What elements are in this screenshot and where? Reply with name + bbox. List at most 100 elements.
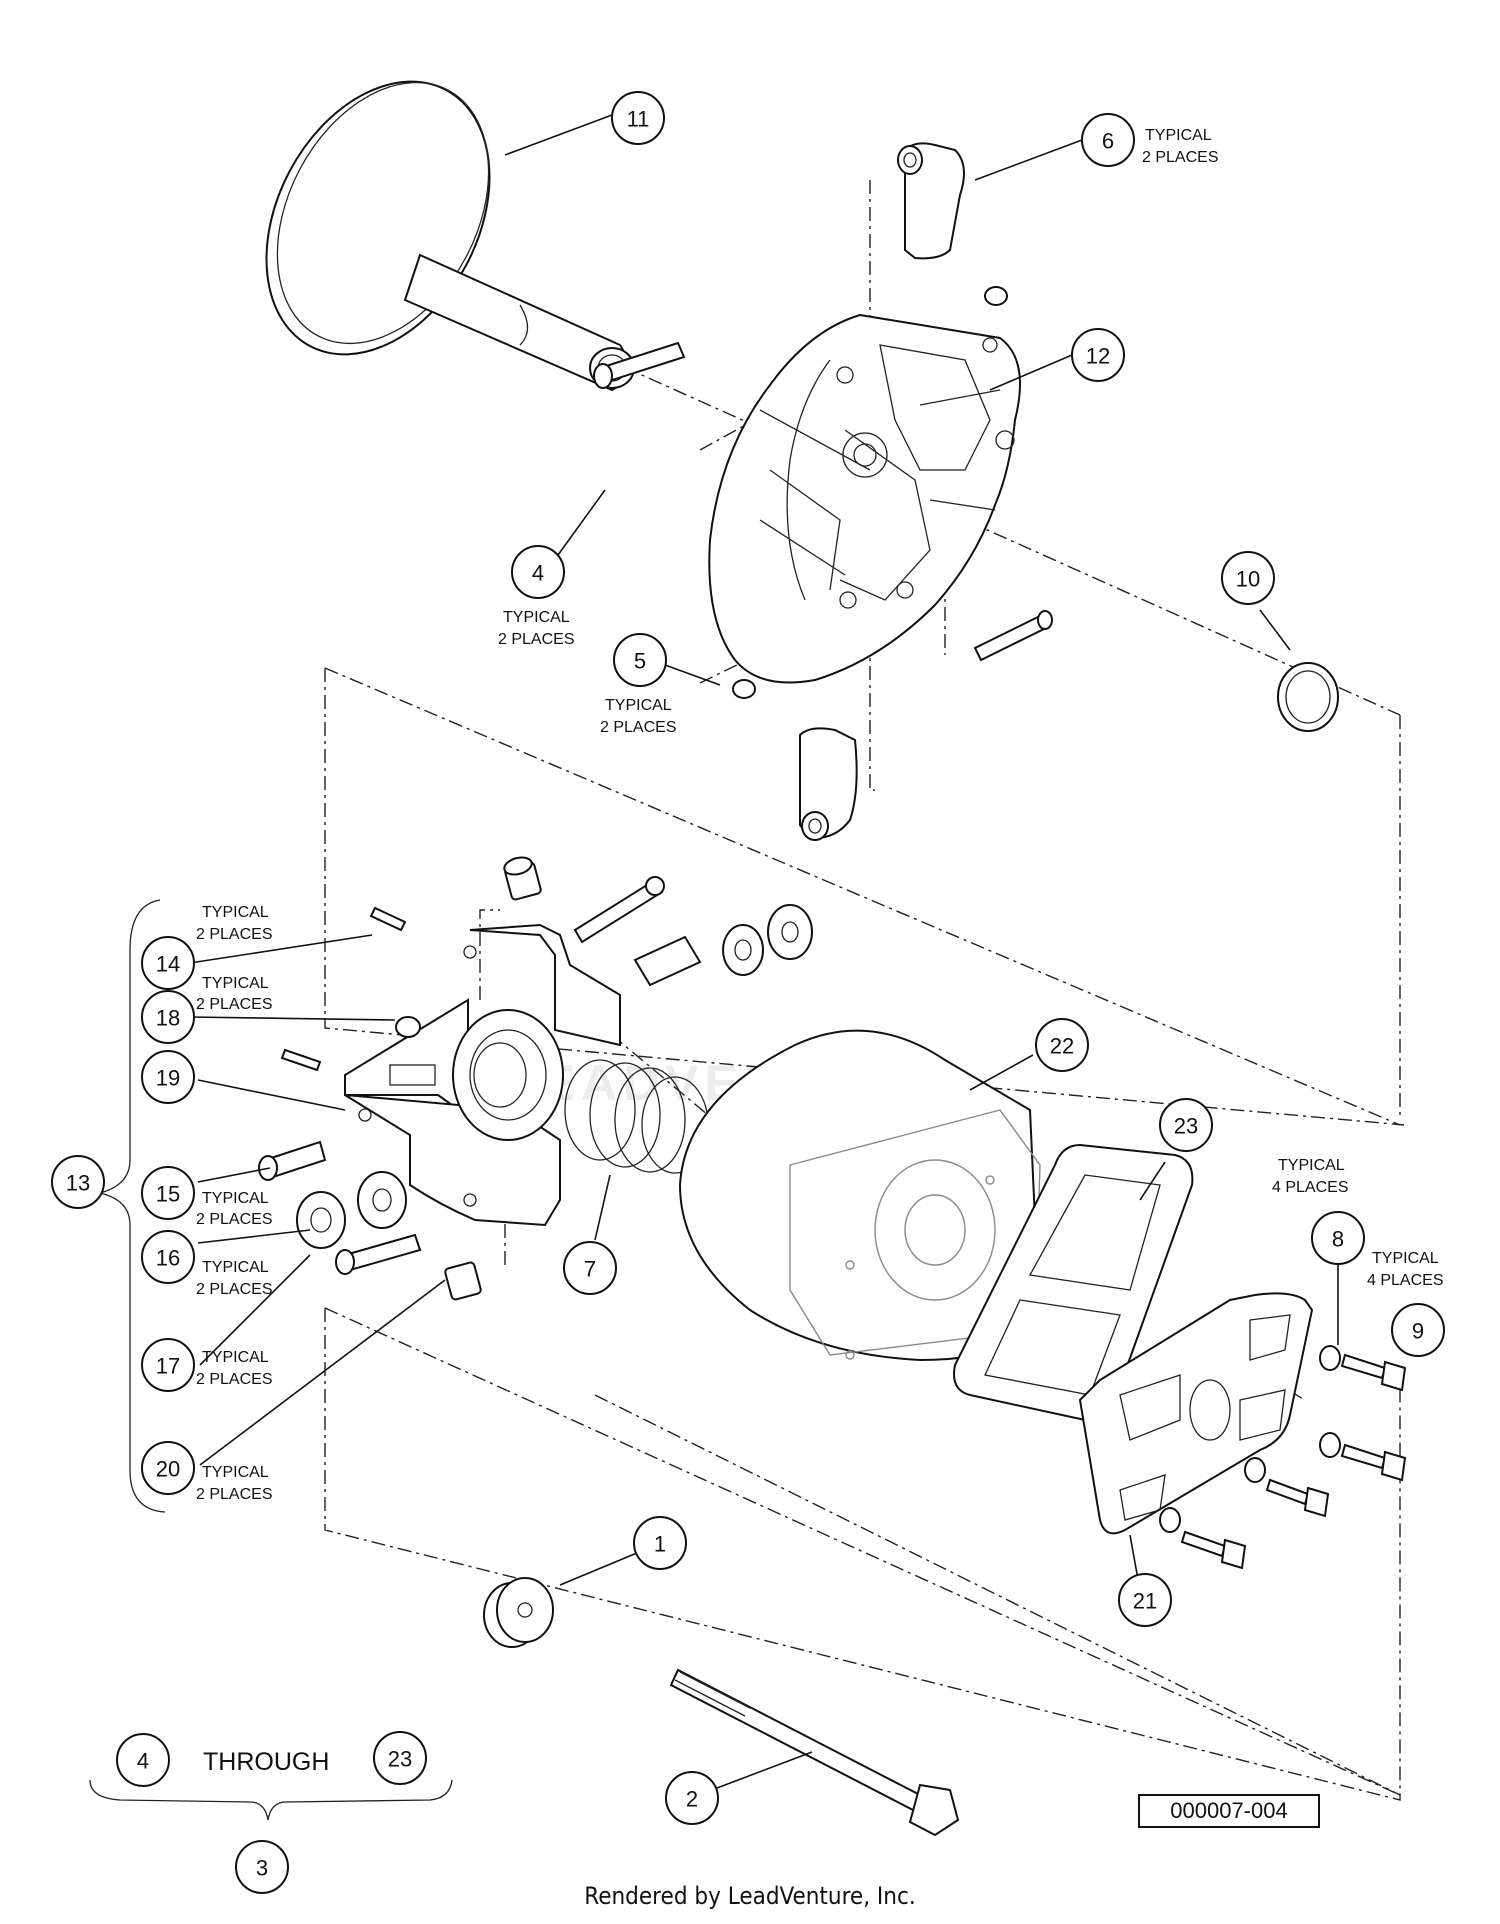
note-18-typical: TYPICAL 2 PLACES <box>196 975 272 1013</box>
svg-text:4 PLACES: 4 PLACES <box>1367 1272 1443 1289</box>
svg-text:12: 12 <box>1086 344 1110 369</box>
note-6-typical: TYPICAL 2 PLACES <box>1142 127 1218 166</box>
svg-text:23: 23 <box>388 1747 412 1772</box>
svg-text:3: 3 <box>256 1856 268 1881</box>
callout-19: 19 <box>141 1050 195 1104</box>
legend-through-label: THROUGH <box>203 1748 329 1776</box>
callout-16: 16 <box>141 1230 195 1284</box>
part-6-weight-lower <box>799 727 858 841</box>
callout-1: 1 <box>633 1516 687 1570</box>
callout-6: 6 <box>1081 113 1135 167</box>
svg-text:TYPICAL: TYPICAL <box>1372 1250 1439 1267</box>
svg-text:2 PLACES: 2 PLACES <box>196 1486 272 1503</box>
svg-text:20: 20 <box>156 1457 180 1482</box>
callout-5: 5 <box>613 633 667 687</box>
svg-text:2 PLACES: 2 PLACES <box>196 996 272 1013</box>
footer-credit: Rendered by LeadVenture, Inc. <box>584 1882 916 1910</box>
svg-text:4 PLACES: 4 PLACES <box>1272 1179 1348 1196</box>
svg-text:9: 9 <box>1412 1319 1424 1344</box>
svg-text:TYPICAL: TYPICAL <box>202 1464 269 1481</box>
svg-text:TYPICAL: TYPICAL <box>202 904 269 921</box>
note-20-typical: TYPICAL 2 PLACES <box>196 1464 272 1503</box>
svg-text:22: 22 <box>1050 1034 1074 1059</box>
legend-to-callout: 23 <box>373 1731 427 1785</box>
svg-text:TYPICAL: TYPICAL <box>503 609 570 626</box>
note-9-typical: TYPICAL 4 PLACES <box>1367 1250 1443 1289</box>
legend-bracket <box>89 1779 453 1821</box>
callout-8: 8 <box>1311 1211 1365 1265</box>
part-2-long-bolt <box>669 1668 960 1837</box>
svg-text:21: 21 <box>1133 1589 1157 1614</box>
svg-text:TYPICAL: TYPICAL <box>202 1259 269 1276</box>
svg-text:7: 7 <box>584 1257 596 1282</box>
svg-text:23: 23 <box>1174 1114 1198 1139</box>
callout-23: 23 <box>1159 1098 1213 1152</box>
callout-17: 17 <box>141 1338 195 1392</box>
svg-text:TYPICAL: TYPICAL <box>1145 127 1212 144</box>
svg-text:2 PLACES: 2 PLACES <box>196 1281 272 1298</box>
callout-14: 14 <box>141 936 195 990</box>
svg-text:13: 13 <box>66 1171 90 1196</box>
svg-text:2 PLACES: 2 PLACES <box>1142 149 1218 166</box>
svg-text:2 PLACES: 2 PLACES <box>196 1371 272 1388</box>
svg-text:2: 2 <box>686 1787 698 1812</box>
svg-text:TYPICAL: TYPICAL <box>605 697 672 714</box>
part-4-bolt <box>593 341 1053 662</box>
svg-text:TYPICAL: TYPICAL <box>202 1190 269 1207</box>
svg-text:1: 1 <box>654 1532 666 1557</box>
callout-20: 20 <box>141 1441 195 1495</box>
svg-text:2 PLACES: 2 PLACES <box>196 1211 272 1228</box>
svg-text:2 PLACES: 2 PLACES <box>196 926 272 943</box>
part-21-end-plate <box>1078 1292 1314 1535</box>
legend-from-callout: 4 <box>116 1733 170 1787</box>
part-1-bushing <box>483 1577 554 1648</box>
part-small-components <box>258 856 813 1301</box>
part-12-movable-sheave <box>708 313 1021 684</box>
callout-21: 21 <box>1118 1573 1172 1627</box>
part-10-o-ring <box>1277 662 1339 732</box>
callout-22: 22 <box>1035 1018 1089 1072</box>
callout-13: 13 <box>51 1155 105 1209</box>
svg-text:17: 17 <box>156 1354 180 1379</box>
svg-text:11: 11 <box>627 107 650 132</box>
svg-text:16: 16 <box>156 1246 180 1271</box>
note-4-typical: TYPICAL 2 PLACES <box>498 609 574 648</box>
callout-15: 15 <box>141 1166 195 1220</box>
svg-text:18: 18 <box>156 1006 180 1031</box>
svg-text:19: 19 <box>156 1066 180 1091</box>
svg-text:4: 4 <box>532 561 544 586</box>
leader-lines <box>189 114 1339 1789</box>
drawing-number: 000007-004 <box>1138 1794 1320 1828</box>
note-17-typical: TYPICAL 2 PLACES <box>196 1349 272 1388</box>
svg-text:15: 15 <box>156 1182 180 1207</box>
svg-text:TYPICAL: TYPICAL <box>202 975 269 992</box>
callout-10: 10 <box>1221 551 1275 605</box>
callout-4: 4 <box>511 545 565 599</box>
svg-text:6: 6 <box>1102 129 1114 154</box>
svg-text:14: 14 <box>156 952 180 977</box>
svg-text:5: 5 <box>634 649 646 674</box>
note-8-typical: TYPICAL 4 PLACES <box>1272 1157 1348 1196</box>
svg-text:2 PLACES: 2 PLACES <box>498 631 574 648</box>
part-5-nut <box>732 286 1008 699</box>
part-6-weight-upper <box>897 142 965 260</box>
svg-text:10: 10 <box>1236 567 1260 592</box>
callout-12: 12 <box>1071 328 1125 382</box>
svg-text:4: 4 <box>137 1749 149 1774</box>
part-13-spider <box>344 923 621 1227</box>
parts-8-9-washers-bolts <box>1159 1345 1407 1570</box>
note-15-typical: TYPICAL 2 PLACES <box>196 1190 272 1228</box>
svg-text:2 PLACES: 2 PLACES <box>600 719 676 736</box>
svg-text:TYPICAL: TYPICAL <box>1278 1157 1345 1174</box>
callout-11: 11 <box>611 91 665 145</box>
note-16-typical: TYPICAL 2 PLACES <box>196 1259 272 1298</box>
part-11-fixed-sheave <box>265 80 635 392</box>
callout-9: 9 <box>1391 1303 1445 1357</box>
callout-7: 7 <box>563 1241 617 1295</box>
note-14-typical: TYPICAL 2 PLACES <box>196 904 272 943</box>
callout-2: 2 <box>665 1771 719 1825</box>
legend-range: 4 THROUGH 23 <box>116 1731 427 1787</box>
callout-18: 18 <box>141 990 195 1044</box>
svg-text:8: 8 <box>1332 1227 1344 1252</box>
